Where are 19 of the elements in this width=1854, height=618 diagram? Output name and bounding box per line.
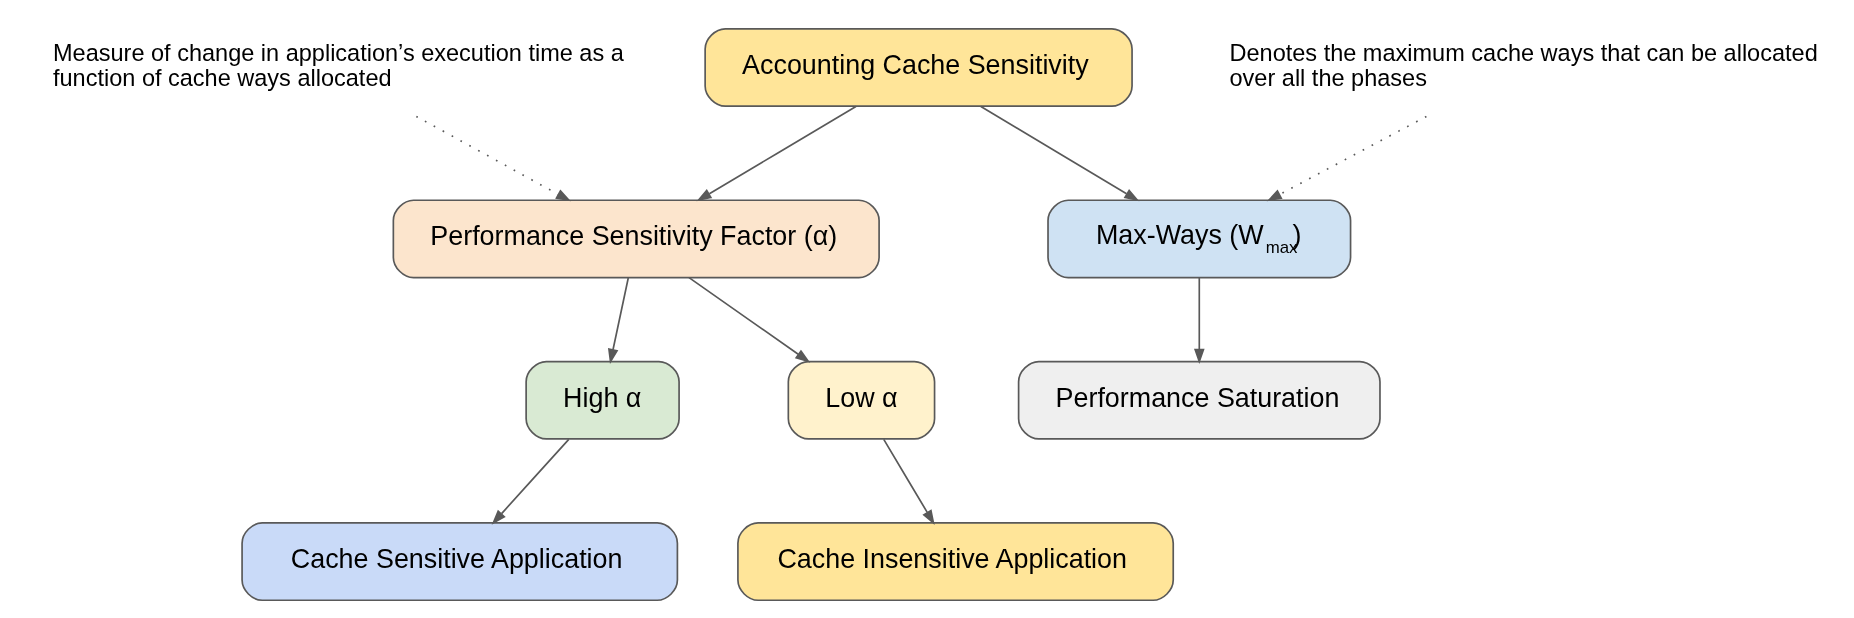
arrow xyxy=(688,276,811,363)
node-box: Cache Sensitive Application xyxy=(241,521,679,601)
node-box: Max-Ways (W$_{max}$) xyxy=(1047,198,1352,278)
arrow xyxy=(1266,115,1428,201)
node-text: Measure of change in application’s execution time as a function of cache ways allocated xyxy=(52,39,624,91)
node-box: Cache Insensitive Application xyxy=(737,521,1175,601)
arrow xyxy=(696,105,857,201)
node-box: High α xyxy=(525,360,680,440)
node-box: Accounting Cache Sensitivity xyxy=(704,27,1133,107)
node-box: Performance Sensitivity Factor (α) xyxy=(392,198,880,278)
arrow xyxy=(607,276,630,364)
arrow xyxy=(491,438,570,525)
node-text: Denotes the maximum cache ways that can be allocated over all the phases xyxy=(1229,39,1818,91)
arrow xyxy=(415,115,571,201)
arrow xyxy=(1194,276,1205,364)
arrow xyxy=(882,438,935,525)
node-box: Performance Saturation xyxy=(1017,360,1381,440)
node-box: Low α xyxy=(787,360,936,440)
arrow xyxy=(980,105,1140,201)
